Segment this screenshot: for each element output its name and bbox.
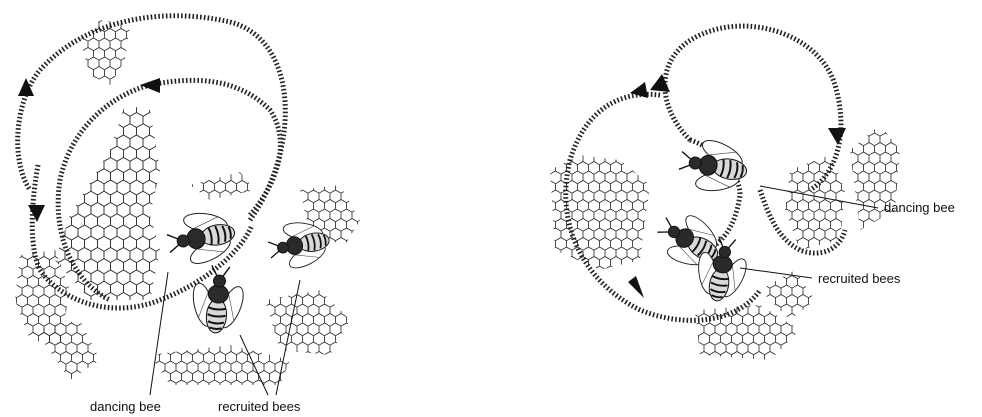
left-arrow-3 — [140, 78, 160, 93]
right-bees — [648, 132, 755, 306]
left-recruited-bees-label: recruited bees — [218, 399, 301, 414]
right-dancing-bee-label: dancing bee — [884, 200, 955, 215]
left-dancing-bee-label: dancing bee — [90, 399, 161, 414]
right-arrow-4 — [628, 276, 644, 298]
left-panel: dancing bee recruited bees — [15, 16, 360, 414]
left-honeycomb — [15, 20, 360, 385]
right-arrow-1 — [650, 74, 670, 92]
right-arrow-3 — [828, 128, 846, 145]
right-panel: dancing bee recruited bees — [550, 26, 955, 360]
dancing-bee-left — [163, 203, 239, 272]
right-recruited-leader — [740, 268, 812, 278]
left-arrow-1 — [18, 78, 34, 96]
right-recruited-bees-label: recruited bees — [818, 271, 901, 286]
recruited-bee-left-2 — [186, 264, 250, 336]
dancing-bee-right — [675, 132, 751, 201]
